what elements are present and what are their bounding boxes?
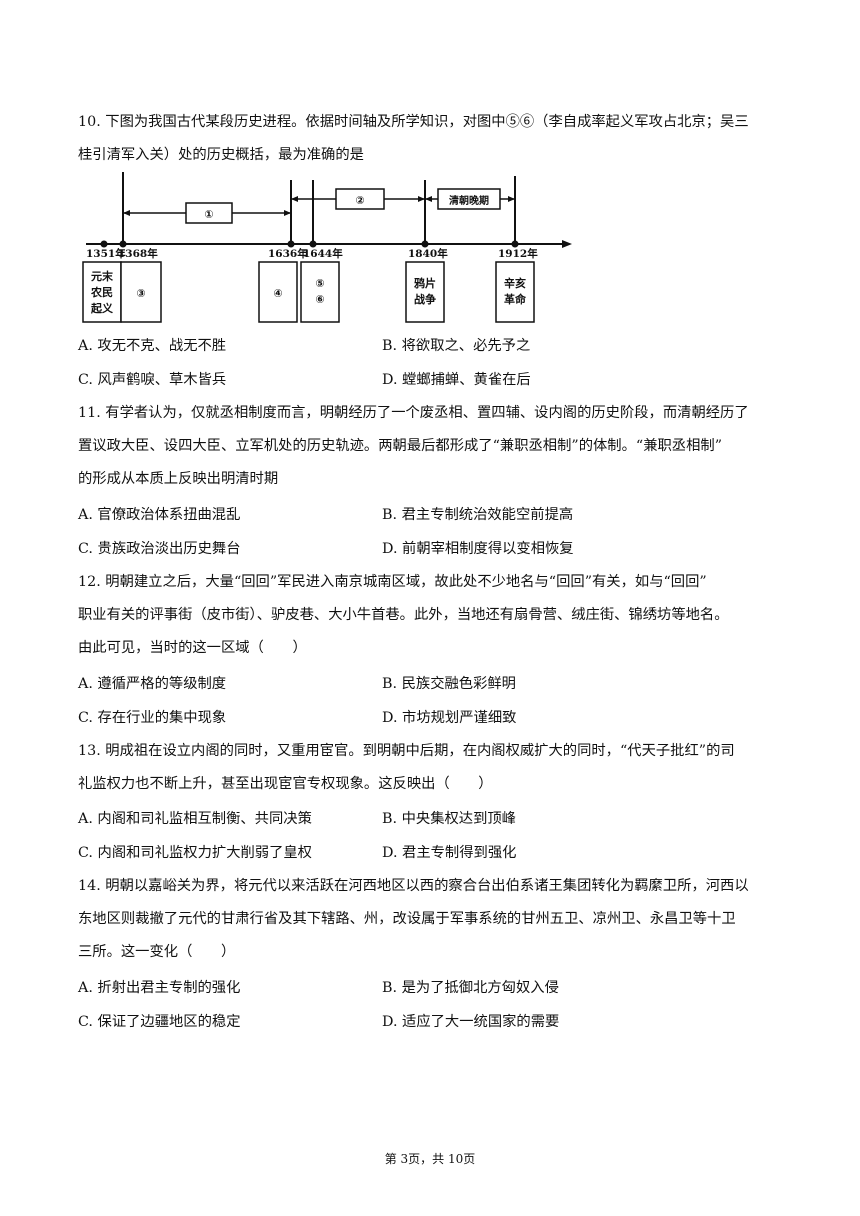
svg-text:革命: 革命: [504, 292, 527, 306]
q13-option-a[interactable]: A. 内阁和司礼监相互制衡、共同决策: [78, 811, 312, 827]
span-2-label: ②: [355, 194, 364, 207]
svg-text:③: ③: [136, 287, 145, 300]
box-opium-war: [405, 261, 445, 323]
question-14-stem: 14. 明朝以嘉峪关为界，将元代以来活跃在河西地区以西的察合台出伯系诸王集团转化…: [78, 870, 790, 969]
q10-options-row2: C. 风声鹤唳、草木皆兵 D. 螳螂捕蝉、黄雀在后: [78, 365, 790, 395]
q11-line1: 11. 有学者认为，仅就丞相制度而言，明朝经历了一个废丞相、置四辅、设内阁的历史…: [78, 405, 749, 421]
q10-stem-line2: 桂引清军入关）处的历史概括，最为准确的是: [78, 147, 364, 163]
question-11-stem: 11. 有学者认为，仅就丞相制度而言，明朝经历了一个废丞相、置四辅、设内阁的历史…: [78, 397, 790, 496]
svg-text:⑤: ⑤: [315, 277, 324, 290]
q12-line2: 职业有关的评事街（皮市街）、驴皮巷、大小牛首巷。此外，当地还有扇骨营、绒庄街、锦…: [78, 607, 729, 623]
span-1-label: ①: [204, 208, 213, 221]
year-label-1368: 1368年: [118, 247, 158, 260]
q11-line3: 的形成从本质上反映出明清时期: [78, 471, 279, 487]
q11-options-row1: A. 官僚政治体系扭曲混乱 B. 君主专制统治效能空前提高: [78, 500, 790, 530]
q14-option-a[interactable]: A. 折射出君主专制的强化: [78, 980, 241, 996]
box-4: [258, 261, 298, 323]
q12-option-c[interactable]: C. 存在行业的集中现象: [78, 710, 227, 726]
box-5-6: [300, 261, 340, 323]
q10-option-a[interactable]: A. 攻无不克、战无不胜: [78, 338, 227, 354]
svg-text:农民: 农民: [90, 285, 113, 299]
q11-option-a[interactable]: A. 官僚政治体系扭曲混乱: [78, 507, 241, 523]
box-3: [120, 261, 162, 323]
svg-text:辛亥: 辛亥: [504, 276, 526, 290]
q13-line1: 13. 明成祖在设立内阁的同时，又重用宦官。到明朝中后期，在内阁权威扩大的同时，…: [78, 743, 735, 759]
q12-options-row1: A. 遵循严格的等级制度 B. 民族交融色彩鲜明: [78, 669, 790, 699]
page-footer: 第 3页，共 10页: [384, 1152, 476, 1166]
year-label-1644: 1644年: [303, 247, 343, 260]
svg-text:鸦片: 鸦片: [414, 276, 436, 290]
svg-text:⑥: ⑥: [315, 293, 324, 306]
q14-options-row1: A. 折射出君主专制的强化 B. 是为了抵御北方匈奴入侵: [78, 973, 790, 1003]
q12-option-a[interactable]: A. 遵循严格的等级制度: [78, 676, 227, 692]
q12-option-d[interactable]: D. 市坊规划严谨细致: [382, 710, 517, 726]
span-3-box: [437, 188, 501, 210]
q11-line2: 置议政大臣、设四大臣、立军机处的历史轨迹。两朝最后都形成了“兼职丞相制”的体制。…: [78, 438, 722, 454]
year-label-1351: 1351年: [86, 247, 126, 260]
span-3-label: 清朝晚期: [449, 194, 489, 207]
box-xinhai-revolution: [495, 261, 535, 323]
q13-options-row1: A. 内阁和司礼监相互制衡、共同决策 B. 中央集权达到顶峰: [78, 804, 790, 834]
q13-options-row2: C. 内阁和司礼监权力扩大削弱了皇权 D. 君主专制得到强化: [78, 838, 790, 868]
q10-option-d[interactable]: D. 螳螂捕蝉、黄雀在后: [382, 372, 531, 388]
svg-text:战争: 战争: [414, 292, 436, 306]
question-12-stem: 12. 明朝建立之后，大量“回回”军民进入南京城南区域，故此处不少地名与“回回”…: [78, 566, 790, 665]
q13-option-d[interactable]: D. 君主专制得到强化: [382, 845, 517, 861]
span-1-box: [185, 202, 233, 224]
q13-option-b[interactable]: B. 中央集权达到顶峰: [382, 811, 516, 827]
q10-option-c[interactable]: C. 风声鹤唳、草木皆兵: [78, 372, 227, 388]
question-10-stem: 10. 下图为我国古代某段历史进程。依据时间轴及所学知识，对图中⑤⑥（李自成率起…: [78, 106, 790, 172]
q11-option-c[interactable]: C. 贵族政治淡出历史舞台: [78, 541, 241, 557]
q14-option-d[interactable]: D. 适应了大一统国家的需要: [382, 1014, 560, 1030]
q14-options-row2: C. 保证了边疆地区的稳定 D. 适应了大一统国家的需要: [78, 1007, 790, 1037]
svg-text:起义: 起义: [90, 301, 114, 315]
q11-options-row2: C. 贵族政治淡出历史舞台 D. 前朝宰相制度得以变相恢复: [78, 534, 790, 564]
q10-stem-line1: 10. 下图为我国古代某段历史进程。依据时间轴及所学知识，对图中⑤⑥（李自成率起…: [78, 114, 749, 130]
year-label-1840: 1840年: [408, 247, 448, 260]
q13-option-c[interactable]: C. 内阁和司礼监权力扩大削弱了皇权: [78, 845, 312, 861]
q11-option-b[interactable]: B. 君主专制统治效能空前提高: [382, 507, 574, 523]
svg-text:元末: 元末: [91, 269, 114, 283]
q13-line2: 礼监权力也不断上升，甚至出现宦官专权现象。这反映出（ ）: [78, 776, 493, 792]
q14-line1: 14. 明朝以嘉峪关为界，将元代以来活跃在河西地区以西的察合台出伯系诸王集团转化…: [78, 878, 749, 894]
history-timeline-diagram: ① ② 清朝晚期 1351年 1368年 1636年 1644年 1840年 1…: [82, 172, 572, 323]
year-label-1636: 1636年: [268, 247, 308, 260]
q12-options-row2: C. 存在行业的集中现象 D. 市坊规划严谨细致: [78, 703, 790, 733]
q14-option-c[interactable]: C. 保证了边疆地区的稳定: [78, 1014, 241, 1030]
q10-options-row1: A. 攻无不克、战无不胜 B. 将欲取之、必先予之: [78, 331, 790, 361]
q11-option-d[interactable]: D. 前朝宰相制度得以变相恢复: [382, 541, 574, 557]
q14-line3: 三所。这一变化（ ）: [78, 944, 236, 960]
q10-option-b[interactable]: B. 将欲取之、必先予之: [382, 338, 531, 354]
q12-line1: 12. 明朝建立之后，大量“回回”军民进入南京城南区域，故此处不少地名与“回回”…: [78, 574, 707, 590]
q14-option-b[interactable]: B. 是为了抵御北方匈奴入侵: [382, 980, 559, 996]
question-13-stem: 13. 明成祖在设立内阁的同时，又重用宦官。到明朝中后期，在内阁权威扩大的同时，…: [78, 735, 790, 801]
timeline-arrow: [562, 240, 572, 248]
q14-line2: 东地区则裁撤了元代的甘肃行省及其下辖路、州，改设属于军事系统的甘州五卫、凉州卫、…: [78, 911, 736, 927]
year-label-1912: 1912年: [498, 247, 538, 260]
svg-text:④: ④: [273, 287, 282, 300]
q12-option-b[interactable]: B. 民族交融色彩鲜明: [382, 676, 516, 692]
span-2-box: [335, 188, 385, 210]
q12-line3: 由此可见，当时的这一区域（ ）: [78, 640, 307, 656]
